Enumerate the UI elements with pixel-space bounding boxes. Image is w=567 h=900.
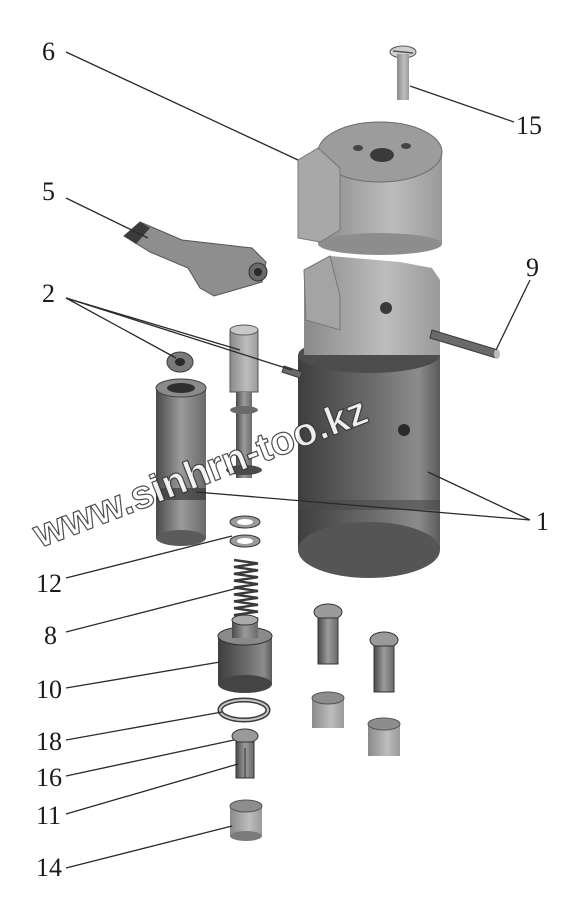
valve-set-left (311, 603, 345, 728)
callout-8: 8 (44, 621, 57, 650)
part-6-upper-housing (297, 121, 443, 255)
callout-2: 2 (42, 279, 55, 308)
leader-1b (195, 491, 531, 521)
part-9-pin (429, 329, 500, 359)
part-5-lever (123, 221, 268, 297)
callout-5: 5 (42, 177, 55, 206)
leader-lines (65, 51, 531, 869)
leader-2c (65, 297, 293, 371)
leader-12 (65, 535, 233, 579)
leader-6 (65, 51, 299, 161)
part-18-o-ring (217, 697, 271, 723)
callout-12: 12 (36, 569, 62, 598)
valve-set-right (367, 631, 401, 756)
leader-16 (65, 739, 235, 777)
callout-6: 6 (42, 37, 55, 66)
part-14-bushing (229, 799, 263, 841)
leader-1a (427, 471, 531, 521)
leader-5 (65, 197, 149, 239)
leader-8 (65, 587, 239, 633)
callout-1: 1 (536, 507, 549, 536)
part-11-collet (235, 741, 255, 779)
callout-10: 10 (36, 675, 62, 704)
callout-16: 16 (36, 763, 62, 792)
leader-10 (65, 661, 221, 689)
callout-15: 15 (516, 111, 542, 140)
part-15-screw (389, 45, 417, 100)
leader-11 (65, 763, 239, 815)
leader-2a (65, 297, 177, 359)
part-8-spring (233, 558, 259, 624)
callout-9: 9 (526, 253, 539, 282)
part-16-cap (231, 728, 259, 744)
leader-14 (65, 825, 233, 869)
part-12-washer (229, 515, 261, 548)
valve-stem (226, 324, 262, 478)
leader-18 (65, 711, 223, 741)
callout-14: 14 (36, 853, 62, 882)
callout-labels: 6 15 5 9 2 1 12 8 10 18 16 11 14 (36, 37, 549, 882)
callout-18: 18 (36, 727, 62, 756)
leader-9 (495, 279, 531, 351)
part-10-cylinder (217, 614, 273, 693)
sleeve (155, 378, 207, 546)
part-1-main-body (298, 255, 440, 578)
leader-15 (409, 85, 515, 123)
callout-11: 11 (36, 801, 61, 830)
